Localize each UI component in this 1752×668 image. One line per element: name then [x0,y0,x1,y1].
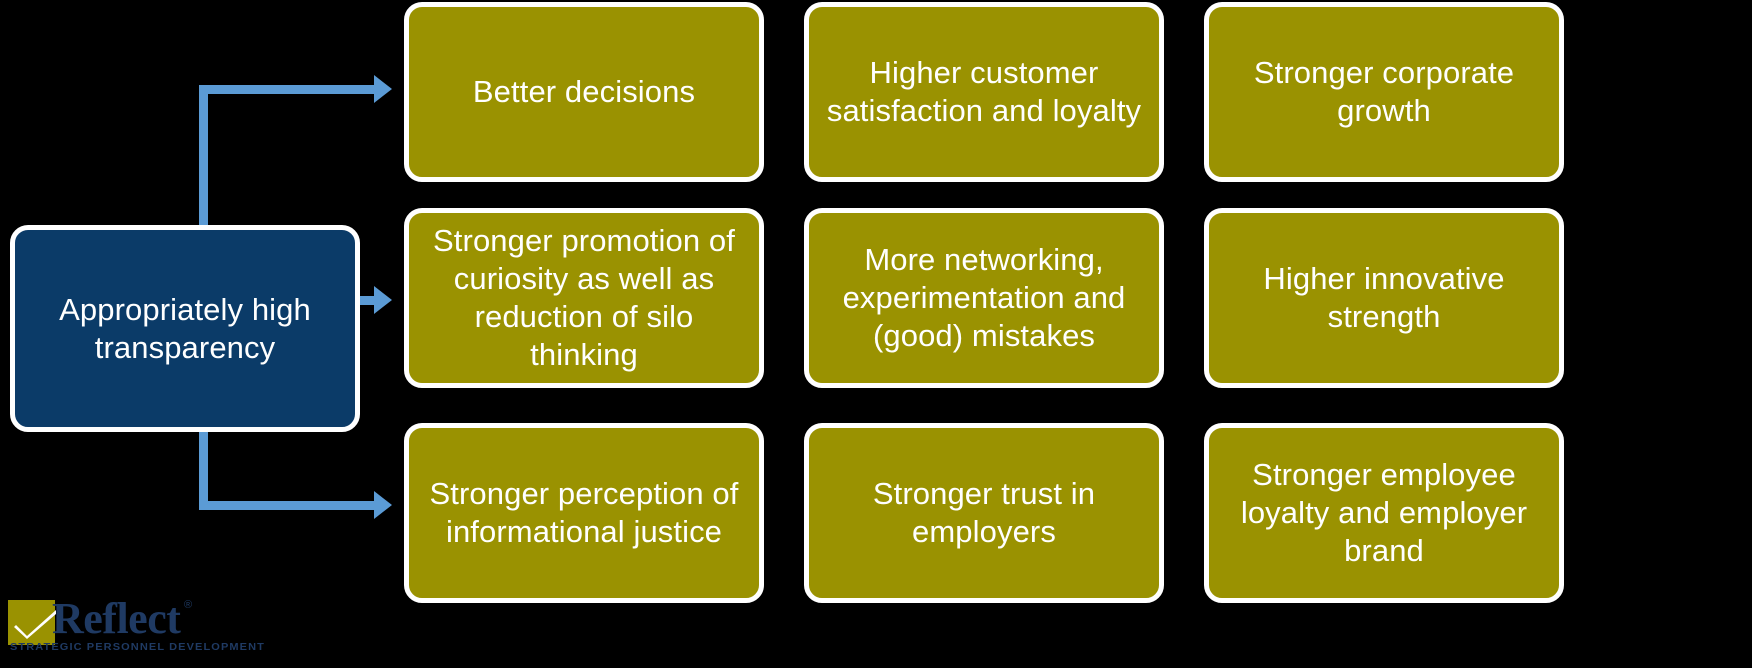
connector-source-to-row1-horizontal [199,85,374,94]
node-r1c3-label: Stronger corporate growth [1253,55,1515,128]
node-r2c3-higher-innovative-strength[interactable]: Higher innovative strength [1204,208,1564,388]
logo-wordmark: Reflect [52,594,181,643]
node-r3c3-label: Stronger employee loyalty and employer b… [1240,457,1528,568]
node-r3c1-label: Stronger perception of informational jus… [429,476,739,549]
node-source-appropriately-high-transparency[interactable]: Appropriately high transparency [10,225,360,432]
node-r3c2-stronger-trust-in-employers[interactable]: Stronger trust in employers [804,423,1164,603]
node-r2c2-more-networking[interactable]: More networking, experimentation and (go… [804,208,1164,388]
arrowhead-row1-input [374,75,392,103]
logo-registered-mark: ® [184,599,193,611]
node-r2c3-label: Higher innovative strength [1263,261,1505,334]
arrowhead-row3-input [374,491,392,519]
connector-source-down-vertical [199,378,208,510]
node-r1c2-higher-customer-satisfaction[interactable]: Higher customer satisfaction and loyalty [804,2,1164,182]
node-r2c1-stronger-promotion-of-curiosity[interactable]: Stronger promotion of curiosity as well … [404,208,764,388]
logo-square-icon [8,600,55,645]
node-r3c3-stronger-employee-loyalty[interactable]: Stronger employee loyalty and employer b… [1204,423,1564,603]
connector-source-up-vertical [199,85,208,237]
node-r1c1-better-decisions[interactable]: Better decisions [404,2,764,182]
company-logo: Reflect ® STRATEGIC PERSONNEL DEVELOPMEN… [8,594,264,659]
connector-source-to-row3-horizontal [199,501,374,510]
connector-source-to-row2-horizontal [356,296,374,305]
node-r3c2-label: Stronger trust in employers [872,476,1096,549]
node-r2c2-label: More networking, experimentation and (go… [842,242,1126,353]
arrowhead-row2-input [374,286,392,314]
node-r3c1-stronger-perception-informational-justice[interactable]: Stronger perception of informational jus… [404,423,764,603]
node-r1c1-label: Better decisions [472,74,696,110]
node-r1c2-label: Higher customer satisfaction and loyalty [826,55,1142,128]
node-r1c3-stronger-corporate-growth[interactable]: Stronger corporate growth [1204,2,1564,182]
node-source-label: Appropriately high transparency [59,291,311,365]
node-r2c1-label: Stronger promotion of curiosity as well … [433,223,735,372]
logo-tagline: STRATEGIC PERSONNEL DEVELOPMENT [10,642,265,653]
